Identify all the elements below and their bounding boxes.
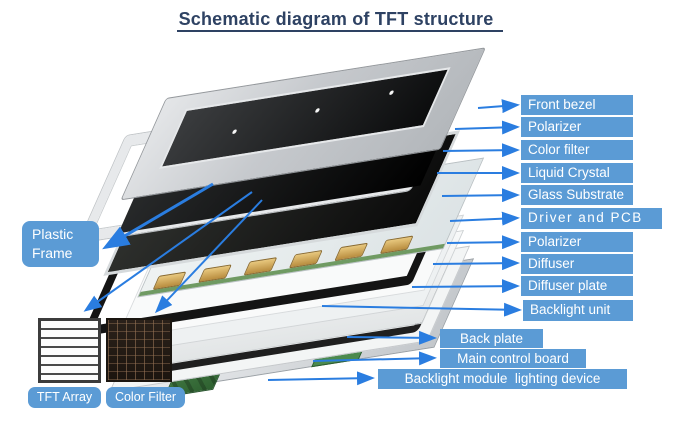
label-polarizer-top: Polarizer [521, 117, 633, 137]
label-diffuser: Diffuser [521, 254, 633, 274]
label-polarizer-bottom: Polarizer [521, 232, 633, 252]
label-backlight-unit: Backlight unit [523, 300, 633, 321]
color-filter-caption: Color Filter [106, 387, 185, 408]
label-main-control-board: Main control board [440, 349, 586, 368]
label-backlight-module: Backlight module lighting device [378, 369, 627, 389]
label-front-bezel: Front bezel [521, 95, 633, 115]
tft-array-image [38, 318, 101, 383]
label-plastic-frame: Plastic Frame [22, 221, 99, 267]
label-glass-substrate: Glass Substrate [521, 185, 633, 205]
label-driver-and-pcb: Driver and PCB [521, 208, 662, 229]
tft-array-caption: TFT Array [28, 387, 101, 408]
screw-dot [388, 90, 395, 96]
screw-dot [231, 129, 238, 135]
page-title: Schematic diagram of TFT structure [0, 9, 680, 32]
screw-dot [314, 107, 321, 113]
label-color-filter: Color filter [521, 140, 633, 160]
color-filter-image [106, 318, 172, 382]
label-diffuser-plate: Diffuser plate [521, 276, 633, 296]
label-back-plate: Back plate [440, 329, 543, 348]
label-liquid-crystal: Liquid Crystal [521, 163, 633, 183]
bezel-window [159, 67, 451, 169]
